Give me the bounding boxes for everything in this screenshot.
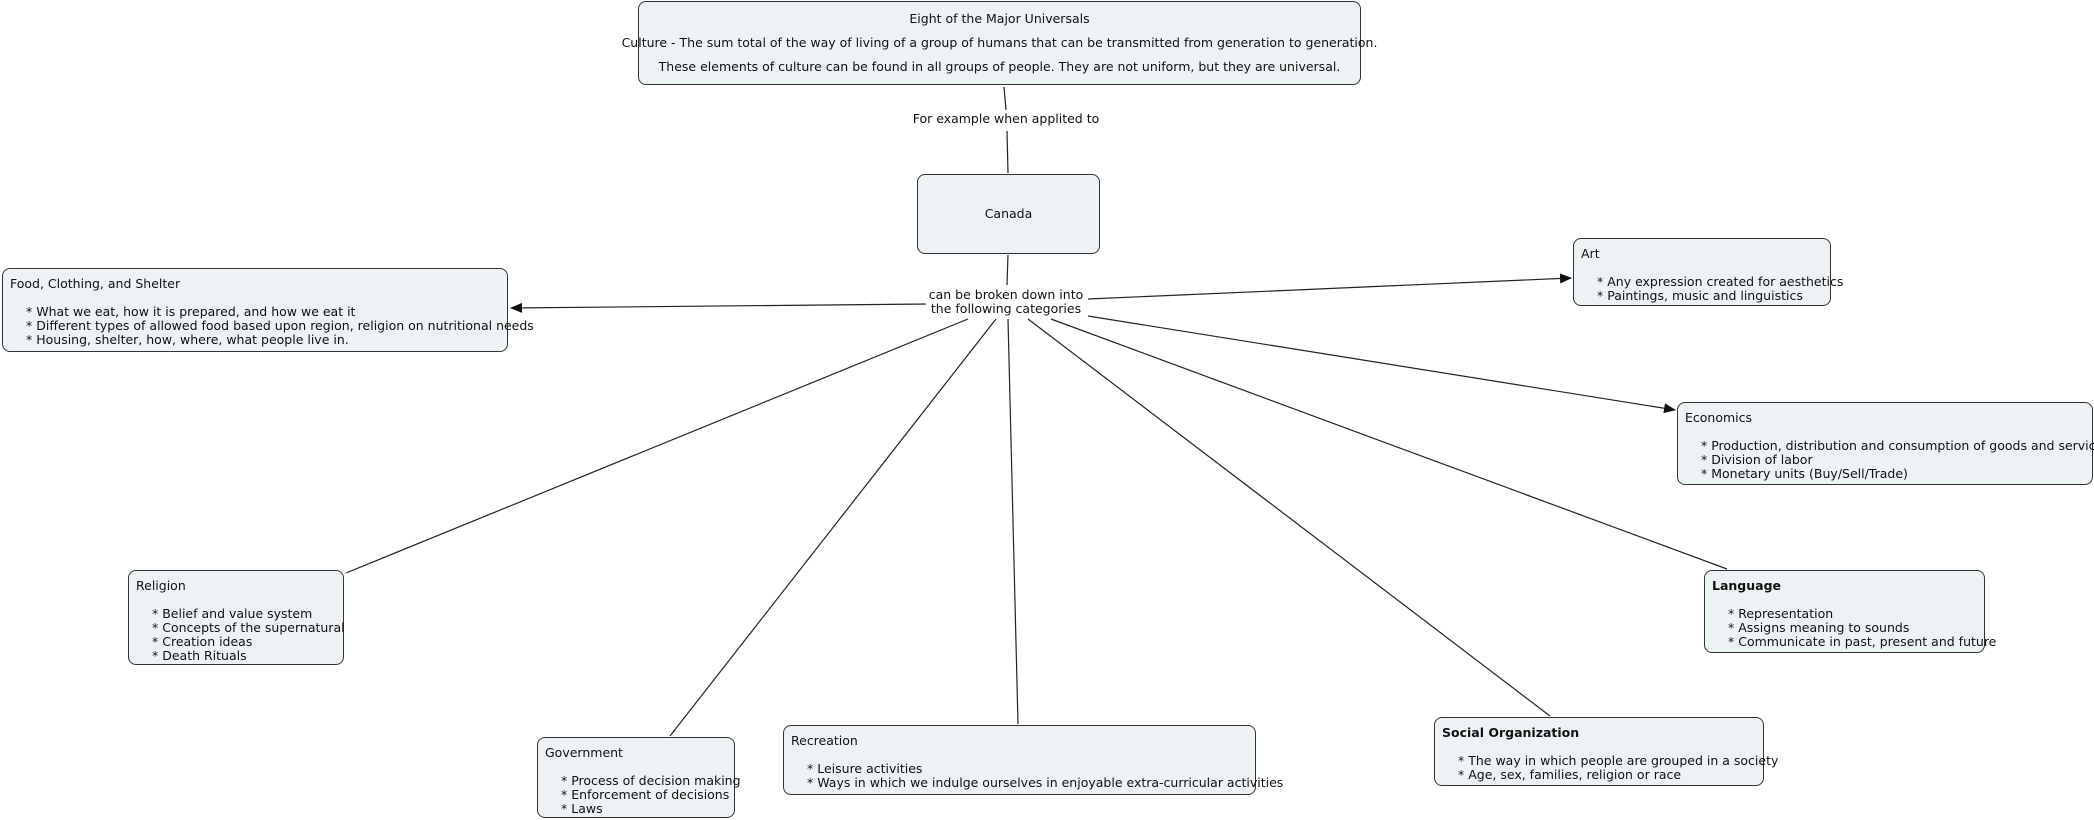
list-item: * Age, sex, families, religion or race <box>1458 767 1682 782</box>
link-recreation <box>1007 318 1019 725</box>
list-item: * Communicate in past, present and futur… <box>1728 634 1997 649</box>
link-canada-label <box>1006 254 1009 286</box>
category-title: Language <box>1712 578 1782 593</box>
list-item: * Enforcement of decisions <box>561 787 730 802</box>
link-social <box>1027 318 1551 717</box>
root-title: Eight of the Major Universals <box>909 11 1090 26</box>
link-label-canada <box>1006 130 1009 174</box>
category-title: Art <box>1581 246 1600 261</box>
list-item: * What we eat, how it is prepared, and h… <box>26 304 356 319</box>
list-item: * Production, distribution and consumpti… <box>1701 438 2094 453</box>
link-art <box>1087 273 1572 300</box>
category-title: Social Organization <box>1442 725 1580 740</box>
category-title: Government <box>545 745 623 760</box>
category-title: Food, Clothing, and Shelter <box>10 276 181 291</box>
list-item: * Creation ideas <box>152 634 253 649</box>
link-food <box>510 302 929 313</box>
list-item: * Any expression created for aesthetics <box>1597 274 1844 289</box>
root-node[interactable]: Eight of the Major Universals Culture - … <box>622 1 1377 85</box>
category-language[interactable]: Language * Representation* Assigns meani… <box>1704 570 1997 653</box>
category-food[interactable]: Food, Clothing, and Shelter * What we ea… <box>2 268 534 352</box>
list-item: * Laws <box>561 801 603 816</box>
list-item: * Representation <box>1728 606 1834 621</box>
list-item: * Belief and value system <box>152 606 313 621</box>
link-economics <box>1087 315 1676 414</box>
list-item: * Different types of allowed food based … <box>26 318 534 333</box>
list-item: * Ways in which we indulge ourselves in … <box>807 775 1284 790</box>
category-title: Religion <box>136 578 186 593</box>
list-item: * Paintings, music and linguistics <box>1597 288 1803 303</box>
list-item: * Assigns meaning to sounds <box>1728 620 1910 635</box>
list-item: * Concepts of the supernatural <box>152 620 345 635</box>
link-religion <box>345 318 969 574</box>
category-title: Recreation <box>791 733 858 748</box>
root-note: These elements of culture can be found i… <box>658 59 1341 74</box>
category-religion[interactable]: Religion * Belief and value system* Conc… <box>128 570 345 665</box>
link-label-applied: For example when applited to <box>909 110 1103 128</box>
link-government <box>669 318 997 737</box>
list-item: * The way in which people are grouped in… <box>1458 753 1779 768</box>
category-art[interactable]: Art * Any expression created for aesthet… <box>1573 238 1844 306</box>
list-item: * Death Rituals <box>152 648 247 663</box>
link-language <box>1050 318 1728 570</box>
link-label-line-2: the following categories <box>930 301 1082 316</box>
category-title: Economics <box>1685 410 1753 425</box>
canada-node[interactable]: Canada <box>917 174 1100 254</box>
category-social-organization[interactable]: Social Organization * The way in which p… <box>1434 717 1779 786</box>
list-item: * Monetary units (Buy/Sell/Trade) <box>1701 466 1908 481</box>
link-label-line-1: can be broken down into <box>928 287 1084 302</box>
category-recreation[interactable]: Recreation * Leisure activities* Ways in… <box>783 725 1284 795</box>
list-item: * Leisure activities <box>807 761 923 776</box>
root-definition: Culture - The sum total of the way of li… <box>621 35 1378 50</box>
link-label-categories: can be broken down into the following ca… <box>925 287 1087 316</box>
category-economics[interactable]: Economics * Production, distribution and… <box>1677 402 2094 485</box>
link-root-label <box>1003 86 1007 111</box>
list-item: * Division of labor <box>1701 452 1813 467</box>
canada-label: Canada <box>984 206 1033 221</box>
list-item: * Process of decision making <box>561 773 741 788</box>
category-government[interactable]: Government * Process of decision making*… <box>537 737 741 818</box>
list-item: * Housing, shelter, how, where, what peo… <box>26 332 349 347</box>
